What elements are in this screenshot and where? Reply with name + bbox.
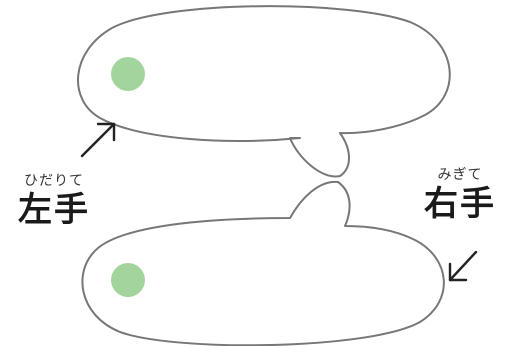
left-hand-reading: ひだりて (24, 173, 84, 189)
top-bubble-dot (111, 57, 145, 91)
bottom-speech-bubble (81, 180, 445, 346)
arrow-down-left-icon (448, 250, 478, 282)
right-hand-label: みぎて 右手 (412, 166, 506, 224)
left-hand-word: 左手 (18, 190, 90, 230)
top-speech-bubble (77, 5, 451, 178)
left-hand-label: ひだりて 左手 (6, 172, 102, 230)
right-hand-word: 右手 (424, 184, 496, 224)
bottom-bubble-dot (111, 263, 145, 297)
right-hand-reading: みぎて (437, 167, 483, 183)
arrow-up-right-icon (80, 122, 116, 158)
